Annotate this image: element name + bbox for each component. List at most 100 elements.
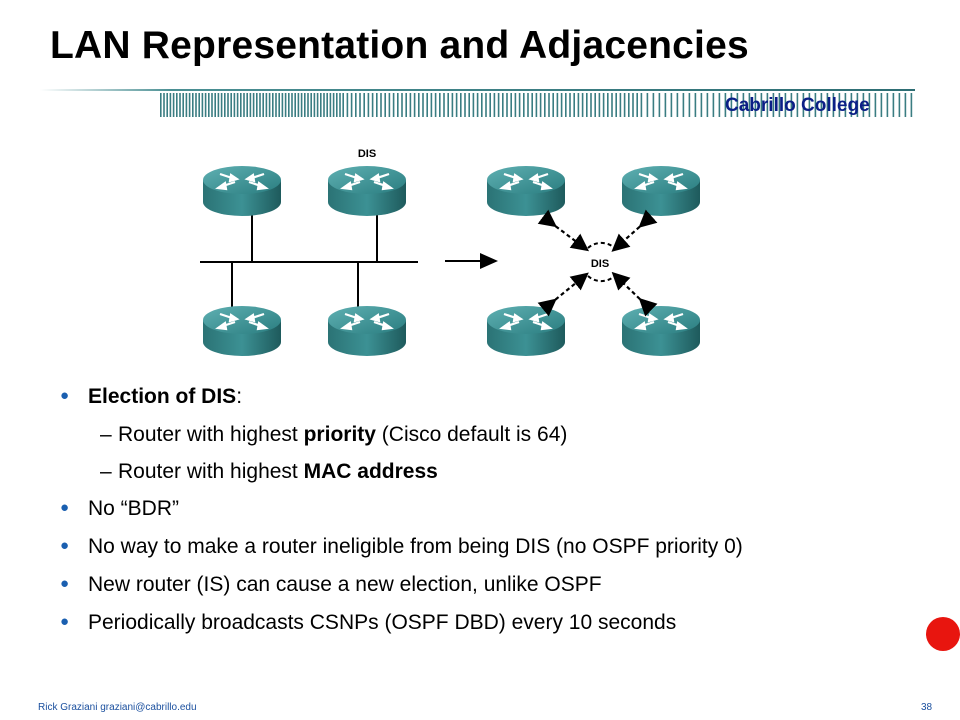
- banner-stripe: [300, 93, 303, 117]
- banner-stripe: [294, 93, 296, 117]
- banner-stripe: [670, 93, 673, 117]
- banner-stripe: [278, 93, 280, 117]
- bullet-text-run: (Cisco default is 64): [375, 423, 568, 446]
- banner-stripe: [217, 93, 220, 117]
- banner-stripe: [832, 93, 835, 117]
- bullet-text-run: New router (IS) can cause a new election…: [88, 573, 602, 596]
- banner-stripe: [514, 93, 517, 117]
- banner-stripe: [598, 93, 601, 117]
- lan-segment: [200, 210, 418, 308]
- banner-stripe: [323, 93, 325, 117]
- banner-stripe: [910, 93, 913, 117]
- router-dis-icon: [326, 164, 408, 218]
- banner-stripe: [201, 93, 204, 117]
- bullet-ineligible: ●No way to make a router ineligible from…: [60, 534, 940, 559]
- banner-stripe: [326, 93, 328, 117]
- banner-stripe: [182, 93, 184, 117]
- bullet-text-run: Periodically broadcasts CSNPs (OSPF DBD)…: [88, 611, 677, 634]
- banner-stripe: [227, 93, 229, 117]
- network-diagram: DIS DIS: [200, 148, 702, 358]
- banner-stripe: [329, 93, 332, 117]
- adjacency-arrows: [537, 209, 658, 317]
- banner-stripe: [409, 93, 412, 117]
- banner-stripe: [712, 93, 715, 117]
- bullet-text-run: Router with highest: [118, 460, 304, 483]
- banner-stripe: [760, 93, 763, 117]
- banner-stripe: [359, 93, 361, 117]
- banner-stripe: [169, 93, 172, 117]
- banner-stripe: [518, 93, 521, 117]
- banner-stripe: [166, 93, 168, 117]
- banner-stripe: [527, 93, 529, 117]
- router-right-tr-icon: [620, 164, 702, 218]
- banner-stripe: [275, 93, 277, 117]
- banner-stripe: [397, 93, 399, 117]
- banner-stripe: [307, 93, 309, 117]
- router-right-tl-icon: [485, 164, 567, 218]
- banner-stripe: [346, 93, 349, 117]
- banner-stripe: [560, 93, 563, 117]
- bullet-no-bdr: ●No “BDR”: [60, 496, 940, 521]
- banner-stripe: [694, 93, 697, 117]
- banner-stripe: [481, 93, 483, 117]
- bullet-text-run: Router with highest: [118, 423, 304, 446]
- header-banner: [40, 89, 915, 117]
- college-logo-text: Cabrillo College: [725, 95, 870, 116]
- bullet-text-run: Election of DIS: [88, 385, 237, 408]
- banner-stripe: [706, 93, 709, 117]
- banner-stripe: [623, 93, 626, 117]
- banner-stripe: [388, 93, 391, 117]
- bullet-text-run: No way to make a router ineligible from …: [88, 535, 743, 558]
- banner-stripe: [380, 93, 382, 117]
- banner-stripe: [586, 93, 588, 117]
- banner-stripe: [198, 93, 200, 117]
- bullet-dot-icon: ●: [60, 575, 70, 592]
- banner-stripe: [502, 93, 504, 117]
- banner-stripe: [451, 93, 454, 117]
- banner-stripe: [552, 93, 554, 117]
- banner-stripe: [676, 93, 679, 117]
- banner-stripe: [259, 93, 261, 117]
- dis-label-pseudonode: DIS: [591, 258, 609, 270]
- banner-stripe: [243, 93, 245, 117]
- bullet-list: ●Election of DIS: –Router with highest p…: [60, 384, 940, 648]
- banner-stripe: [535, 93, 538, 117]
- banner-stripe: [350, 93, 353, 117]
- banner-stripe: [581, 93, 584, 117]
- banner-stripe: [796, 93, 799, 117]
- banner-stripe: [646, 93, 649, 117]
- banner-stripe: [208, 93, 210, 117]
- banner-stripe: [291, 93, 293, 117]
- banner-stripe: [313, 93, 316, 117]
- banner-stripe: [784, 93, 787, 117]
- sub-bullet-priority: –Router with highest priority (Cisco def…: [60, 422, 940, 447]
- banner-stripe: [493, 93, 496, 117]
- bullet-election: ●Election of DIS:: [60, 384, 940, 409]
- bullet-dot-icon: ●: [60, 387, 70, 404]
- banner-stripe: [590, 93, 592, 117]
- banner-stripe: [284, 93, 287, 117]
- banner-stripe: [413, 93, 416, 117]
- bullet-dot-icon: ●: [60, 613, 70, 630]
- banner-stripe: [544, 93, 546, 117]
- footer-author: Rick Graziani graziani@cabrillo.edu: [38, 702, 197, 713]
- router-bottom-mid-icon: [326, 304, 408, 358]
- dash-icon: –: [100, 460, 112, 483]
- banner-stripe: [304, 93, 306, 117]
- banner-stripe: [236, 93, 239, 117]
- banner-stripe: [256, 93, 258, 117]
- banner-stripe: [742, 93, 745, 117]
- banner-stripe: [434, 93, 437, 117]
- banner-stripe: [632, 93, 634, 117]
- record-indicator-icon: [926, 617, 960, 651]
- banner-stripe: [766, 93, 769, 117]
- banner-stripe: [363, 93, 365, 117]
- banner-stripe: [658, 93, 661, 117]
- banner-stripe: [688, 93, 691, 117]
- banner-stripe: [376, 93, 378, 117]
- banner-stripe: [736, 93, 739, 117]
- banner-stripe: [898, 93, 901, 117]
- banner-stripe: [838, 93, 841, 117]
- bullet-text-run: MAC address: [303, 460, 438, 483]
- page-number: 38: [921, 702, 933, 713]
